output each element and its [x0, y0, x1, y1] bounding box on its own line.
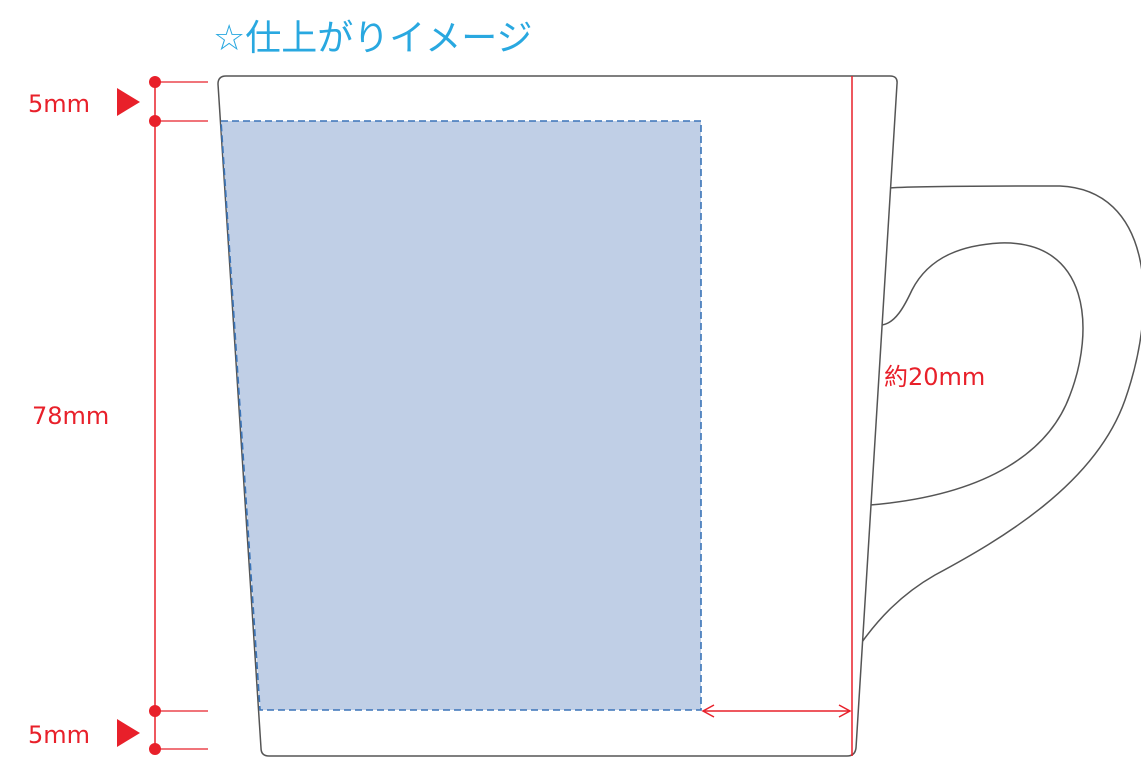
right-clearance-label: 約20mm: [884, 363, 985, 391]
bottom-margin-label: 5mm: [28, 721, 90, 749]
diagram-title: ☆仕上がりイメージ: [213, 18, 533, 59]
mug-handle: [861, 185, 1141, 643]
top-margin-pointer-icon: [117, 88, 140, 116]
clearance-dimension-arrow: [701, 704, 852, 718]
print-height-label: 78mm: [32, 402, 109, 430]
dimension-dots: [149, 76, 161, 755]
top-margin-label: 5mm: [28, 90, 90, 118]
extension-lines: [155, 81, 208, 750]
bottom-margin-pointer-icon: [117, 719, 140, 747]
print-area: [220, 120, 702, 711]
